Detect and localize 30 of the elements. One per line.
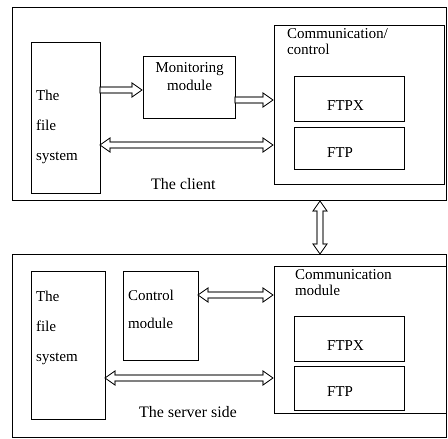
box-label: Monitoring module bbox=[155, 60, 224, 94]
box-label: FTPX bbox=[327, 98, 364, 114]
module-box bbox=[31, 271, 106, 420]
box-label: The file system bbox=[36, 289, 78, 365]
module-box bbox=[294, 76, 405, 122]
box-label: Communication/ control bbox=[287, 26, 388, 58]
box-label: FTP bbox=[327, 384, 353, 400]
module-box bbox=[274, 25, 445, 185]
hollow-arrow bbox=[104, 370, 274, 386]
module-box bbox=[143, 56, 236, 119]
hollow-arrow bbox=[197, 287, 274, 303]
module-box bbox=[294, 316, 405, 362]
module-box bbox=[274, 266, 447, 414]
module-box bbox=[12, 7, 447, 201]
module-box bbox=[31, 42, 101, 194]
module-box bbox=[294, 127, 405, 170]
box-label: FTP bbox=[327, 145, 353, 161]
module-box bbox=[123, 271, 199, 361]
hollow-arrow bbox=[100, 82, 143, 98]
module-box bbox=[12, 254, 447, 438]
box-label: The client bbox=[151, 176, 216, 193]
box-label: FTPX bbox=[327, 338, 364, 354]
hollow-arrow bbox=[99, 137, 274, 153]
box-label: The file system bbox=[36, 88, 78, 164]
hollow-arrow bbox=[312, 200, 328, 255]
module-box bbox=[294, 366, 405, 411]
hollow-arrow bbox=[234, 92, 274, 108]
box-label: Communication module bbox=[295, 267, 392, 299]
box-label: Control module bbox=[128, 288, 174, 332]
box-label: The server side bbox=[139, 404, 237, 421]
